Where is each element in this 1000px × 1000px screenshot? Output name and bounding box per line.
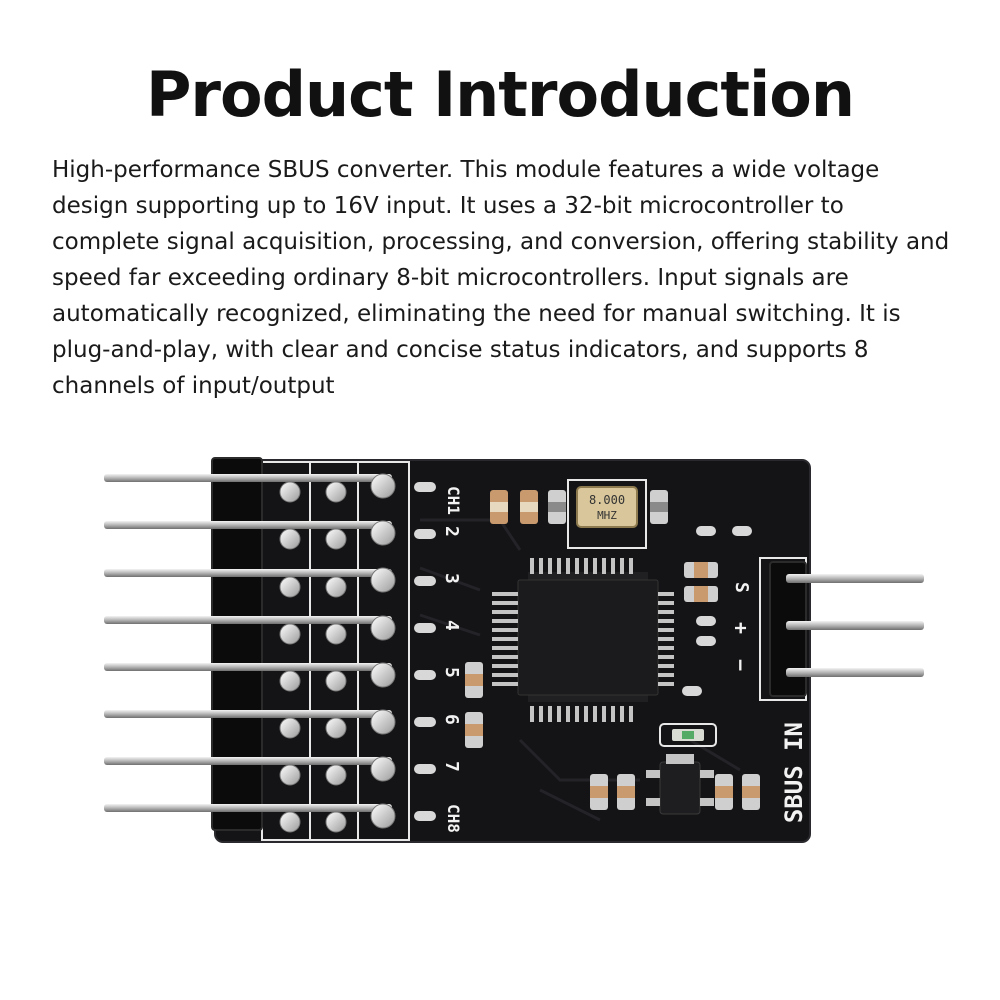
smd-components-bottom	[590, 774, 760, 810]
pin-label-plus: +	[729, 622, 753, 634]
smd-pads-right	[682, 526, 752, 696]
crystal-unit: MHZ	[597, 509, 617, 522]
header-pin	[104, 804, 392, 812]
header-pin	[104, 710, 392, 718]
channel-label-ch8: CH8	[444, 804, 463, 833]
product-photo: CH1 2 3 4 5 6 7 CH8 8.000 MHZ	[0, 440, 1000, 860]
smd-capacitors-top	[490, 490, 668, 524]
sbus-pin-plus	[786, 621, 924, 630]
sbus-converter-board: CH1 2 3 4 5 6 7 CH8 8.000 MHZ	[104, 457, 924, 843]
channel-label-2: 2	[441, 526, 462, 537]
channel-label-6: 6	[441, 714, 462, 725]
channel-label-5: 5	[441, 667, 462, 678]
status-led	[659, 723, 717, 747]
crystal-frequency: 8.000	[589, 493, 625, 507]
header-pin	[104, 663, 392, 671]
pcb-body	[215, 460, 810, 842]
header-housing	[211, 457, 263, 831]
sbus-in-label: SBUS IN	[780, 722, 808, 823]
channel-label-3: 3	[441, 573, 462, 584]
voltage-regulator	[646, 754, 714, 815]
header-pin	[104, 757, 392, 765]
header-pin	[104, 616, 392, 624]
product-description: High-performance SBUS converter. This mo…	[52, 157, 950, 399]
smd-resistors-left	[465, 662, 483, 748]
channel-label-7: 7	[441, 761, 462, 772]
channel-label-ch1: CH1	[444, 486, 463, 515]
left-header-pins	[104, 474, 392, 812]
pin-label-minus: −	[729, 659, 753, 671]
solder-pads	[279, 473, 396, 833]
microcontroller-chip	[492, 558, 674, 722]
header-pin	[104, 521, 392, 529]
crystal-oscillator: 8.000 MHZ	[567, 479, 647, 549]
sbus-pin-minus	[786, 668, 924, 677]
pin-label-signal: S	[731, 582, 752, 593]
pcb-traces	[419, 518, 741, 822]
channel-vias	[414, 482, 436, 821]
sbus-connector	[759, 557, 924, 701]
sbus-pin-signal	[786, 574, 924, 583]
header-pin	[104, 474, 392, 482]
page-title: Product Introduction	[145, 58, 855, 131]
channel-label-4: 4	[441, 620, 462, 631]
smd-capacitors-right	[684, 562, 718, 602]
header-pin	[104, 569, 392, 577]
